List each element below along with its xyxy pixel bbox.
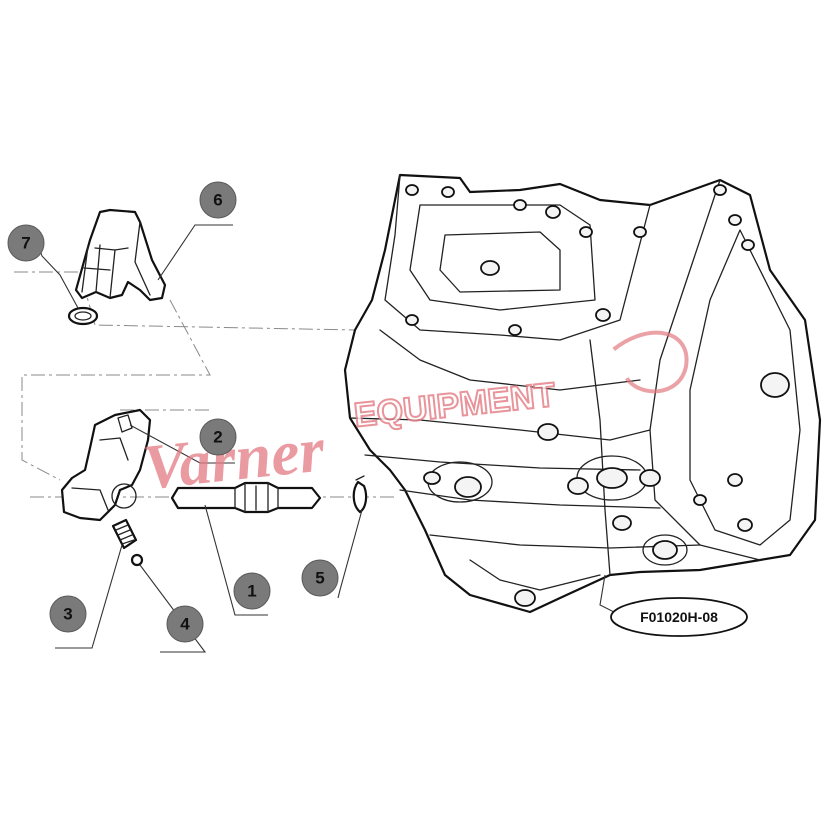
callout-5-label: 5 <box>315 569 324 588</box>
callout-6-label: 6 <box>213 191 222 210</box>
callout-3: 3 <box>49 595 87 633</box>
callout-1: 1 <box>233 572 271 610</box>
part-6-shift-fork-shaft <box>74 208 167 302</box>
part-3-spring <box>111 518 138 550</box>
callout-5: 5 <box>301 559 339 597</box>
part-2-shift-fork <box>60 408 152 522</box>
part-1-shift-shaft <box>170 481 322 514</box>
callout-7: 7 <box>7 224 45 262</box>
housing-holes <box>405 184 790 607</box>
callout-2-label: 2 <box>213 428 222 447</box>
part-7-o-ring <box>67 306 99 326</box>
callout-4-label: 4 <box>180 615 190 634</box>
leader-lines <box>37 224 621 653</box>
callout-1-label: 1 <box>247 582 256 601</box>
callout-6: 6 <box>199 181 237 219</box>
part-4-ball <box>130 553 144 567</box>
callout-7-label: 7 <box>21 234 30 253</box>
callout-4: 4 <box>166 605 204 643</box>
part-5-retaining-clip <box>352 475 368 514</box>
reference-code: F01020H-08 <box>640 609 718 625</box>
reference-code-badge: F01020H-08 <box>610 597 748 637</box>
callout-3-label: 3 <box>63 605 72 624</box>
callout-2: 2 <box>199 418 237 456</box>
